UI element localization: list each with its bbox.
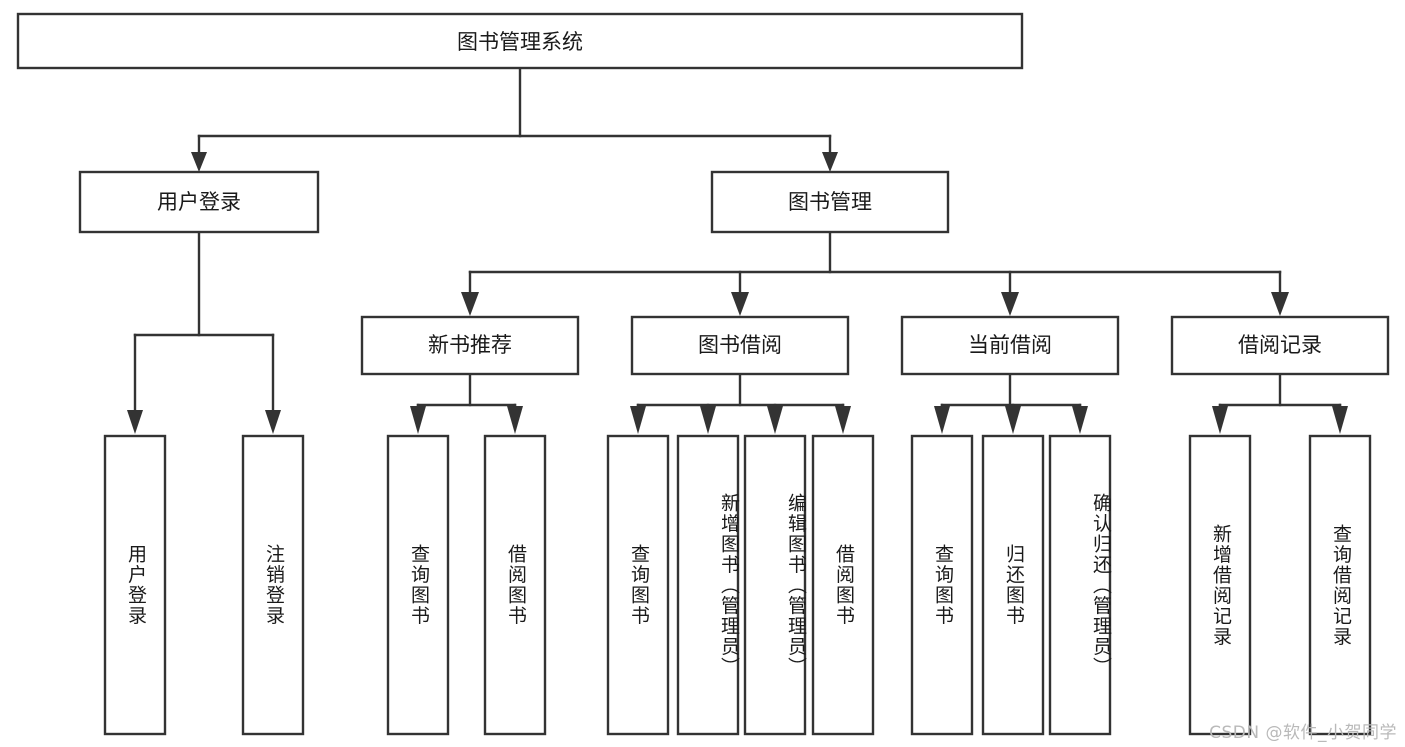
arrow-add-borrow-record [1212,406,1228,434]
node-borrow-record-label: 借阅记录 [1238,333,1322,357]
node-book-borrow-label: 图书借阅 [698,333,782,357]
leaf-box-group [103,434,1372,736]
node-book-borrow[interactable]: 图书借阅 [630,315,850,376]
node-user-login-box[interactable] [78,170,320,234]
arrow-borrow-book-2 [835,406,851,434]
arrow-book-borrow [731,292,749,316]
node-confirm-return-admin-box[interactable] [1048,434,1112,736]
node-book-borrow-box[interactable] [630,315,850,376]
arrow-query-book-3 [934,406,950,434]
node-new-book-rec[interactable]: 新书推荐 [360,315,580,376]
node-user-login[interactable]: 用户登录 [78,170,320,234]
node-user-login-do-box[interactable] [103,434,167,736]
arrow-borrow-book-1 [507,406,523,434]
node-query-borrow-record-box[interactable] [1308,434,1372,736]
arrow-book-manage [822,152,838,172]
node-book-manage-label: 图书管理 [788,190,872,214]
node-borrow-record[interactable]: 借阅记录 [1170,315,1390,376]
node-add-book-admin-box[interactable] [676,434,740,736]
node-borrow-record-box[interactable] [1170,315,1390,376]
arrow-user-login [191,152,207,172]
node-root-box[interactable] [16,12,1024,70]
node-edit-book-admin-box[interactable] [743,434,807,736]
node-return-book-box[interactable] [981,434,1045,736]
node-borrow-book-2-box[interactable] [811,434,875,736]
node-borrow-book-1-box[interactable] [483,434,547,736]
node-query-book-2-box[interactable] [606,434,670,736]
arrow-user-logout [265,410,281,434]
arrow-user-login-do [127,410,143,434]
node-new-book-rec-box[interactable] [360,315,580,376]
arrow-query-book-2 [630,406,646,434]
edge-group [127,66,1348,434]
node-new-book-rec-label: 新书推荐 [428,333,512,357]
node-current-borrow-box[interactable] [900,315,1120,376]
node-root-label: 图书管理系统 [457,30,583,54]
arrow-query-book-1 [410,406,426,434]
arrow-add-book-admin [700,406,716,434]
csdn-watermark: CSDN @软件_小贺同学 [1209,723,1397,743]
node-current-borrow-label: 当前借阅 [968,333,1052,357]
arrow-current-borrow [1001,292,1019,316]
node-book-manage-box[interactable] [710,170,950,234]
node-book-manage[interactable]: 图书管理 [710,170,950,234]
node-query-book-1-box[interactable] [386,434,450,736]
arrow-edit-book-admin [767,406,783,434]
arrow-new-book-rec [461,292,479,316]
arrow-query-borrow-record [1332,406,1348,434]
node-user-login-label: 用户登录 [157,190,241,214]
node-user-logout-box[interactable] [241,434,305,736]
node-current-borrow[interactable]: 当前借阅 [900,315,1120,376]
arrow-confirm-return-admin [1072,406,1088,434]
node-root[interactable]: 图书管理系统 [16,12,1024,70]
node-add-borrow-record-box[interactable] [1188,434,1252,736]
arrow-return-book [1005,406,1021,434]
arrow-borrow-record [1271,292,1289,316]
node-query-book-3-box[interactable] [910,434,974,736]
